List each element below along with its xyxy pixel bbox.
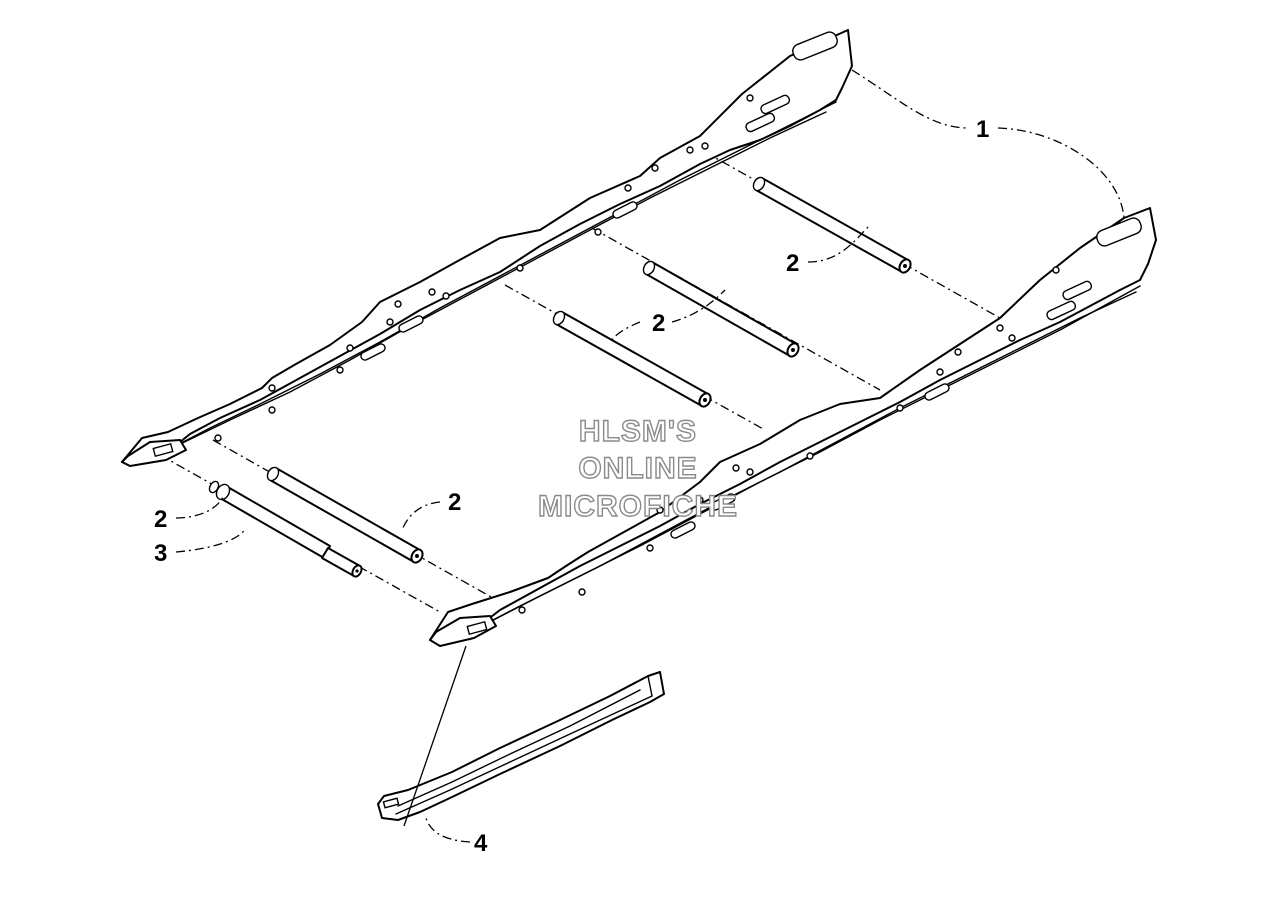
shaft-with-sleeve (208, 480, 363, 578)
watermark-line-2: ONLINE (578, 452, 697, 485)
shaft-middle-left (552, 310, 712, 408)
callout-2-front: 2 (448, 489, 461, 516)
shaft-middle-right (642, 260, 800, 358)
callout-labels: 1 2 2 2 2 3 4 (154, 116, 989, 857)
shaft-front (266, 466, 424, 564)
cross-shafts (208, 176, 912, 578)
watermark-line-3: MICROFICHE (538, 490, 738, 523)
callout-2-left: 2 (154, 506, 167, 533)
rail-front (429, 207, 1157, 647)
watermark: HLSM'S ONLINE MICROFICHE (537, 414, 738, 523)
callout-leaders (175, 69, 1125, 843)
callout-2-right: 2 (786, 250, 799, 277)
rail-back (121, 29, 853, 467)
watermark-line-1: HLSM'S (579, 415, 697, 448)
wear-strip (377, 671, 665, 821)
shaft-far-right (752, 176, 912, 274)
callout-2-middle: 2 (652, 310, 665, 337)
callout-1: 1 (976, 116, 989, 143)
callout-4: 4 (474, 830, 488, 857)
callout-3: 3 (154, 540, 167, 567)
